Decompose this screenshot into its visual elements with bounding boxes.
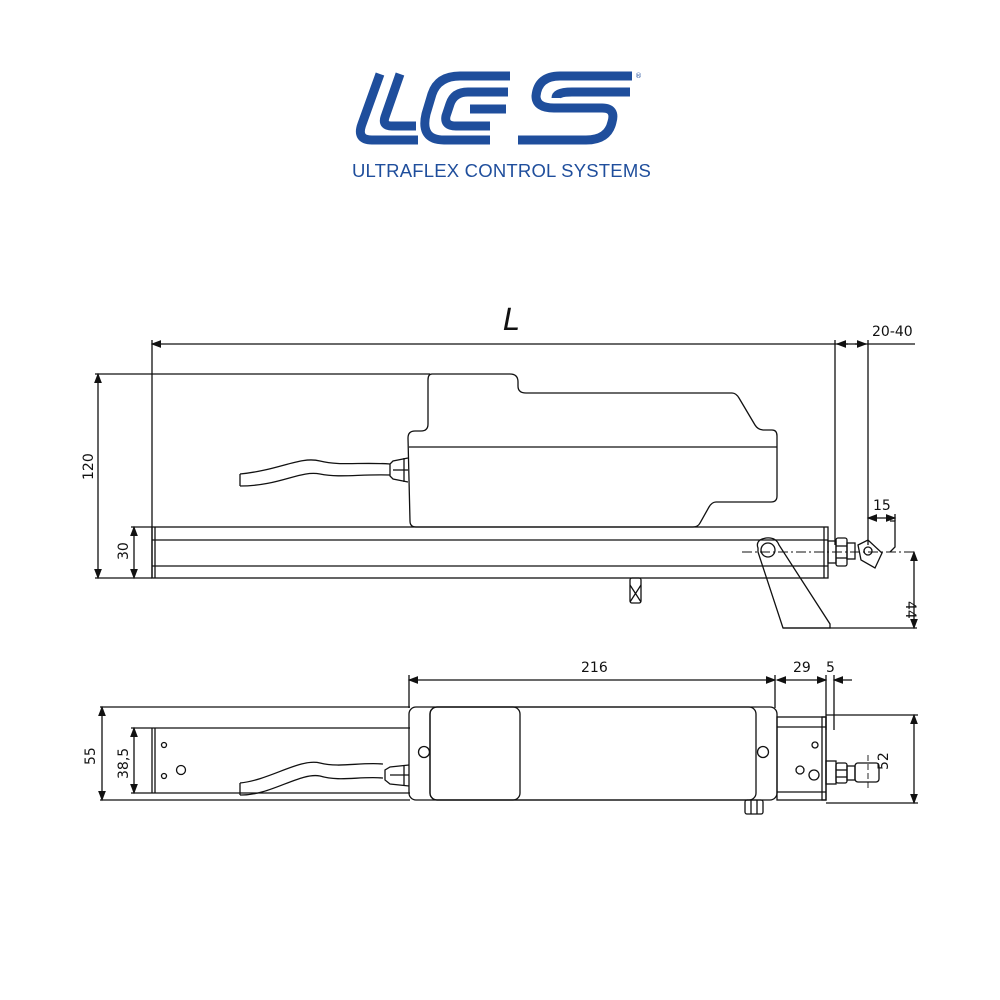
side-view [94,340,918,630]
dim-motor-length: 216 [581,660,608,676]
top-view [98,675,918,815]
dim-bracket-offset: 15 [873,498,891,514]
dim-overall-width: 55 [83,747,99,765]
dim-stroke-range: 20-40 [872,324,913,340]
dim-bracket-height: 44 [902,601,918,619]
company-name: ULTRAFLEX CONTROL SYSTEMS [352,160,651,181]
dim-rail-height: 30 [116,542,132,560]
dim-bracket-height-top: 52 [876,752,892,770]
dim-overall-length: L [503,303,520,338]
dim-height: 120 [81,453,97,480]
dim-bracket-width: 29 [793,660,811,676]
ucs-logo: ® [355,71,642,145]
dim-rail-width: 38,5 [116,748,132,779]
svg-text:®: ® [635,72,642,80]
dim-plate-thickness: 5 [826,660,835,676]
